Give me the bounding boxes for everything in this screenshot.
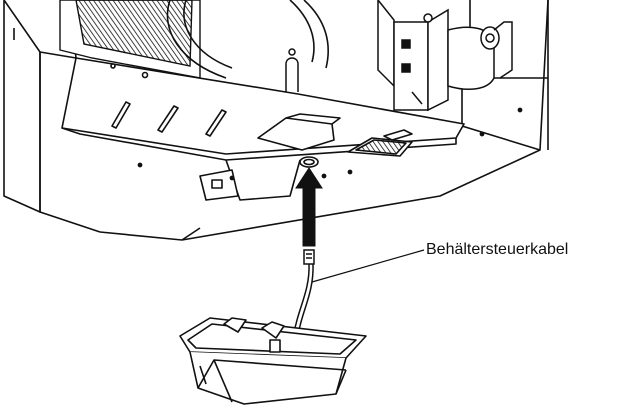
drain-tank	[179, 317, 367, 405]
motor-assembly	[377, 0, 513, 112]
insertion-arrow	[295, 167, 323, 247]
unit-housing	[3, 0, 549, 241]
tank-control-cable-label: Behältersteuerkabel	[426, 241, 569, 258]
fan-ring	[166, 0, 329, 79]
callout-leader-line	[311, 249, 425, 283]
mounting-plate	[61, 57, 523, 201]
fan-grille	[59, 0, 201, 79]
hook-loop	[285, 48, 299, 92]
